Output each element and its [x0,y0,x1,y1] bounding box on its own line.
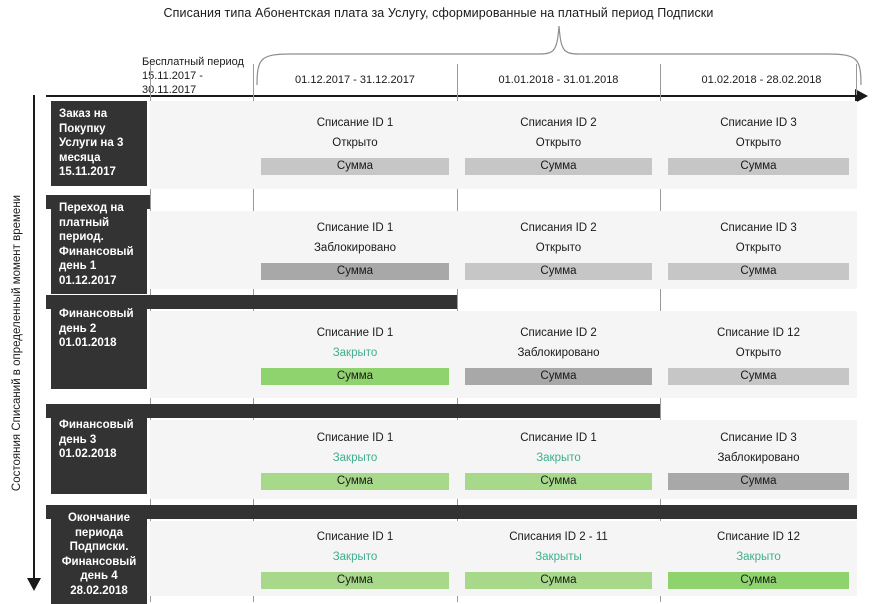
state-axis-label: Состояния Списаний в определенный момент… [11,194,23,492]
row-marker-bar [46,505,857,519]
charge-id-label: Списание ID 1 [316,117,394,129]
charge-id-label: Списание ID 12 [717,530,800,543]
charge-amount-bar[interactable]: Сумма [261,571,449,589]
free-period-caption: Бесплатный период 15.11.2017 - 30.11.201… [142,55,260,97]
free-period-range: 15.11.2017 - 30.11.2017 [142,70,203,96]
page-title: Списания типа Абонентская плата за Услуг… [163,6,714,20]
charge-state-label: Закрыто [332,346,378,359]
charge-id-label: Списания ID 2 - 11 [509,530,608,543]
charge-amount-bar[interactable]: Сумма [261,472,449,490]
charge-amount-bar[interactable]: Сумма [465,263,652,280]
charge-state-label: Закрыто [332,550,378,563]
charge-amount-bar[interactable]: Сумма [465,158,652,175]
period-caption-2: 01.01.2018 - 31.01.2018 [498,74,619,86]
charge-id-label: Списание ID 3 [720,431,797,444]
charge-state-label: Закрыто [332,451,378,464]
charge-id-label: Списание ID 1 [520,431,597,444]
charge-state-label: Закрыто [536,451,581,464]
column-separator-4 [856,64,857,95]
charge-id-label: Списание ID 2 [520,326,597,339]
charge-id-label: Списание ID 12 [717,326,800,339]
event-label-box[interactable]: Окончание периода Подписки. Финансовый д… [51,505,147,604]
charge-amount-bar[interactable]: Сумма [668,571,849,589]
charge-amount-bar[interactable]: Сумма [668,158,849,175]
charge-state-label: Заблокировано [517,346,600,359]
charge-state-label: Закрыто [736,550,781,563]
charge-id-label: Списание ID 3 [720,222,797,234]
event-label-box[interactable]: Финансовый день 3 01.02.2018 [51,412,147,494]
charge-id-label: Списание ID 1 [316,431,394,444]
charge-id-label: Списание ID 1 [316,326,394,339]
charge-state-label: Открыто [735,137,782,149]
event-label-box[interactable]: Финансовый день 2 01.01.2018 [51,301,147,389]
cell-background [150,311,253,398]
cell-background [150,521,253,596]
charge-state-label: Открыто [735,346,782,359]
charge-amount-bar[interactable]: Сумма [668,472,849,490]
free-period-label: Бесплатный период [142,56,244,68]
charge-amount-bar[interactable]: Сумма [465,367,652,385]
time-axis-arrow-icon [855,89,868,103]
cell-background [150,420,253,499]
event-label-box[interactable]: Переход на платный период. Финансовый де… [51,195,147,294]
charge-amount-bar[interactable]: Сумма [261,263,449,280]
charge-amount-bar[interactable]: Сумма [668,367,849,385]
charge-state-label: Открыто [535,137,582,149]
state-axis-arrow-icon [27,578,41,591]
charge-amount-bar[interactable]: Сумма [465,472,652,490]
charge-amount-bar[interactable]: Сумма [261,367,449,385]
charge-state-label: Заблокировано [313,242,397,254]
charge-state-label: Открыто [535,242,582,254]
period-caption-3: 01.02.2018 - 28.02.2018 [701,74,822,86]
row-marker-bar [46,295,457,309]
cell-background [150,211,253,289]
charge-id-label: Списание ID 1 [316,222,394,234]
charge-amount-bar[interactable]: Сумма [261,158,449,175]
charge-state-label: Открыто [332,137,378,149]
state-axis [33,95,35,581]
charge-amount-bar[interactable]: Сумма [465,571,652,589]
charge-state-label: Открыто [735,242,782,254]
event-label-box[interactable]: Заказ на Покупку Услуги на 3 месяца 15.1… [51,101,147,186]
period-caption-1: 01.12.2017 - 31.12.2017 [295,74,415,86]
charge-id-label: Списание ID 1 [316,530,394,543]
charge-state-label: Заблокировано [717,451,800,464]
charge-amount-bar[interactable]: Сумма [668,263,849,280]
charge-id-label: Списание ID 3 [720,117,797,129]
charge-id-label: Списания ID 2 [520,222,597,234]
cell-background [150,101,253,189]
time-axis [46,95,857,97]
charge-state-label: Закрыты [535,550,582,563]
charge-id-label: Списания ID 2 [520,117,597,129]
row-marker-bar [46,404,660,418]
